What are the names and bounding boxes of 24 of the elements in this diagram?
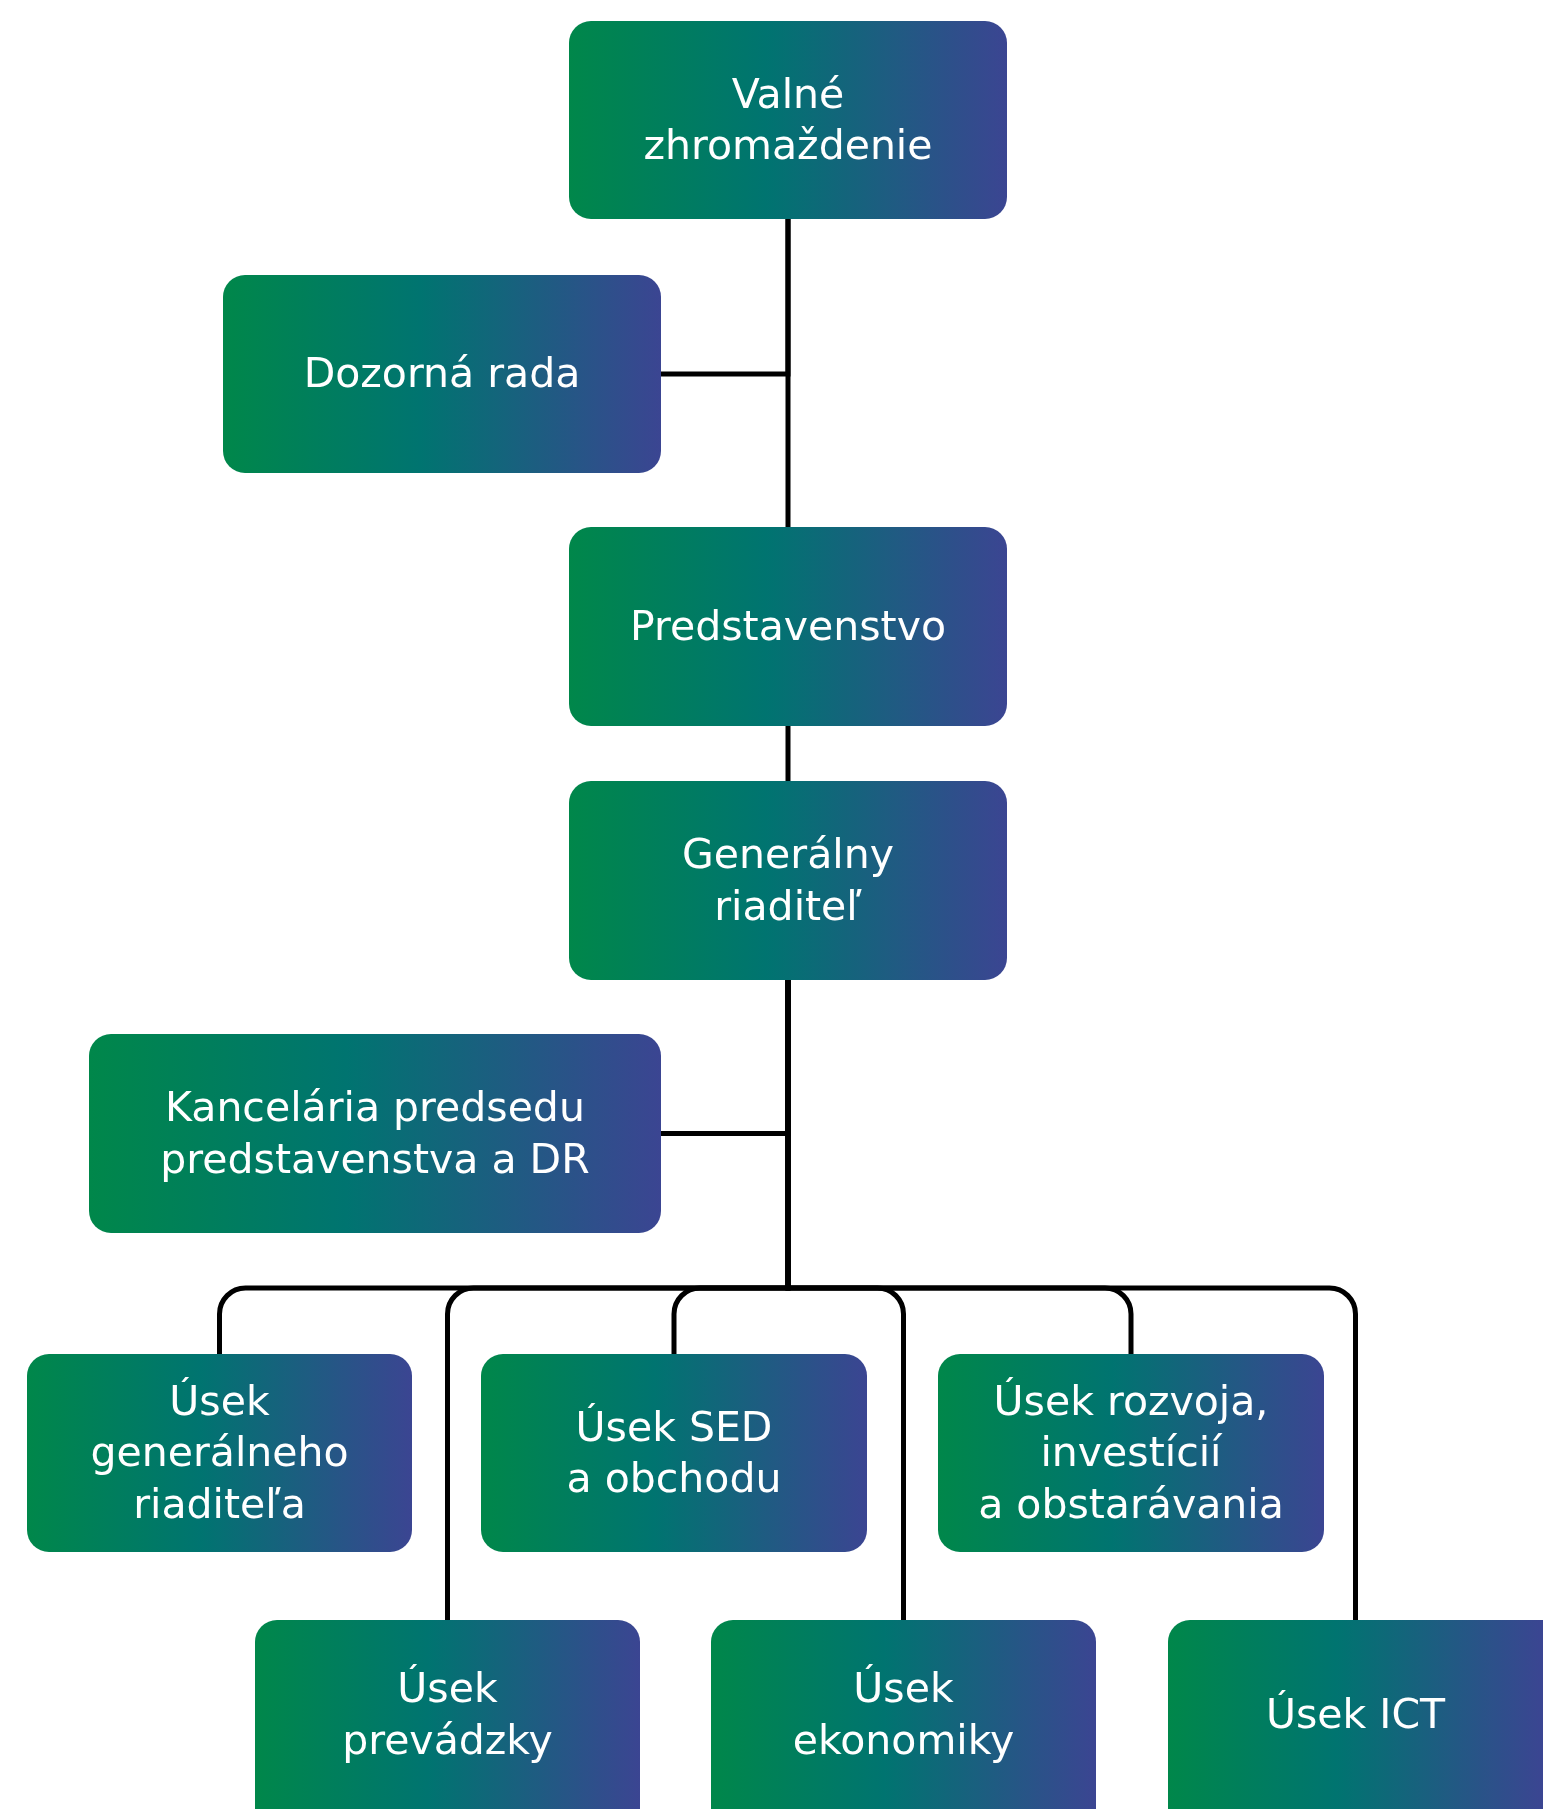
unit-name: Úsek prevádzky <box>342 1663 553 1766</box>
org-unit-box <box>481 1354 867 1552</box>
org-unit-box <box>1168 1620 1543 1809</box>
org-unit-box <box>569 21 1007 219</box>
org-unit-box <box>711 1620 1096 1809</box>
unit-name: Dozorná rada <box>303 348 581 400</box>
unit-name: Úsek ICT <box>1265 1688 1446 1740</box>
unit-name: Úsek rozvoja, investícií a obstarávania <box>978 1376 1284 1530</box>
org-unit-box <box>89 1034 661 1233</box>
connector-line <box>785 726 791 781</box>
unit-name: Úsek SED a obchodu <box>566 1401 782 1504</box>
org-unit-box <box>569 527 1007 726</box>
unit-name: Predstavenstvo <box>630 600 946 652</box>
org-unit-box <box>569 781 1007 980</box>
org-unit-box <box>27 1354 412 1552</box>
unit-name: Generálny riaditeľ <box>682 829 894 932</box>
unit-name: Kancelária predsedu predstavenstva a DR <box>160 1082 590 1185</box>
org-unit-box <box>255 1620 640 1809</box>
org-unit-box <box>938 1354 1324 1552</box>
unit-name: Úsek ekonomiky <box>792 1663 1015 1766</box>
unit-name: Valné zhromaždenie <box>643 68 933 171</box>
connector-line <box>785 219 791 527</box>
unit-name: Úsek generálneho riaditeľa <box>90 1376 349 1530</box>
org-unit-box <box>223 275 661 473</box>
